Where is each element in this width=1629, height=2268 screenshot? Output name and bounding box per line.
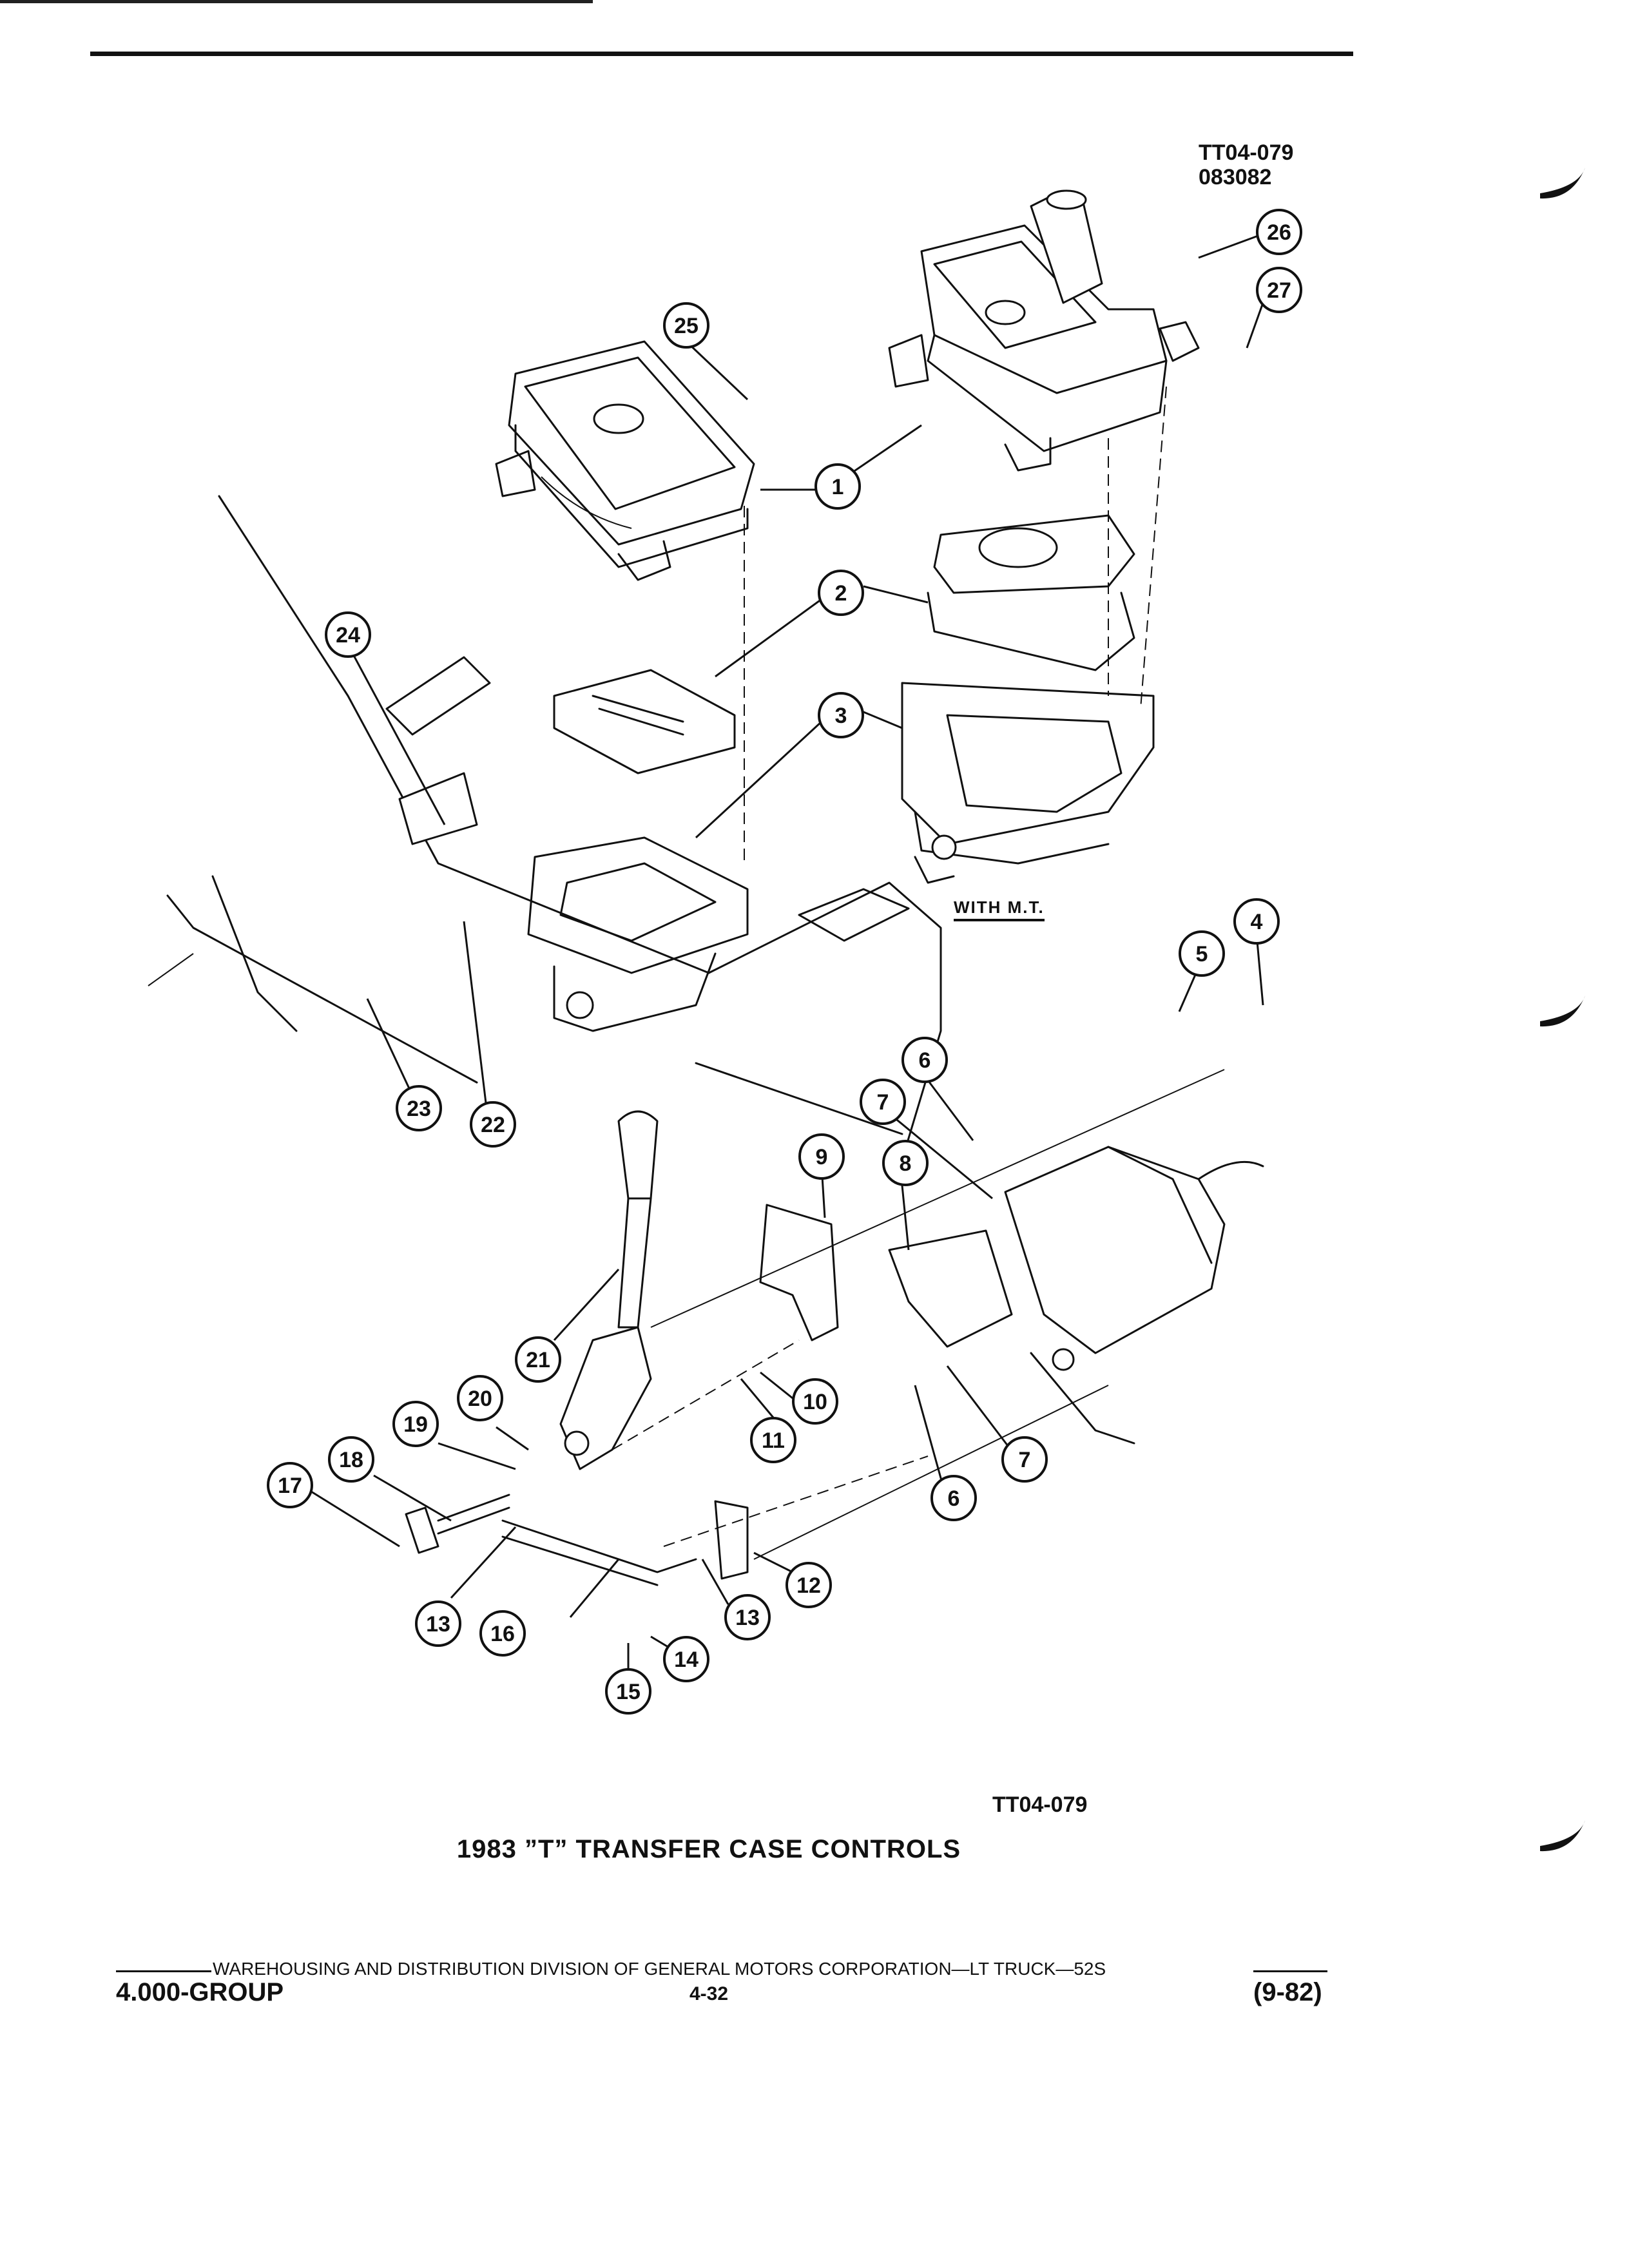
callout-5: 5 [1179,930,1225,977]
callout-label: 17 [278,1474,302,1498]
footer-group: 4.000-GROUP [116,1978,284,2006]
assembly-line [612,1340,800,1450]
footer-rule-left [116,1970,211,1972]
dust-boot-right [927,514,1135,671]
callout-label: 15 [616,1680,641,1704]
callout-label: 4 [1251,910,1263,934]
callout-10: 10 [792,1378,838,1425]
callout-label: 20 [468,1387,492,1411]
dust-boot-left [553,669,736,774]
adjust-rod [405,1494,510,1554]
callout-label: 22 [481,1113,505,1137]
callout-label: 9 [816,1145,828,1169]
callout-3: 3 [818,692,864,738]
figure-code-bottom: TT04-079 [992,1792,1088,1817]
callout-label: 19 [403,1412,428,1437]
callout-label: 23 [407,1097,431,1121]
callout-label: 16 [490,1622,515,1646]
callout-7-upper: 7 [860,1079,906,1125]
callout-label: 5 [1196,942,1208,966]
callout-label: 7 [877,1090,889,1115]
binder-mark [1540,995,1585,1027]
callout-13-left: 13 [415,1600,461,1647]
callout-12: 12 [786,1562,832,1608]
callout-21: 21 [515,1336,561,1383]
callout-label: 10 [803,1390,827,1414]
bracket-8 [888,1229,1013,1348]
console-outline [148,495,942,1161]
shift-cover-right [888,189,1200,472]
assembly-line [663,1456,929,1547]
callout-27: 27 [1256,267,1302,313]
callout-23: 23 [396,1085,442,1131]
figure-code: TT04-079 [1199,140,1294,165]
bracket-9 [759,1204,839,1341]
callout-label: 27 [1267,278,1291,303]
callout-label: 11 [762,1428,785,1453]
callout-15: 15 [605,1668,651,1715]
callout-7-lower: 7 [1001,1436,1048,1483]
callout-11: 11 [750,1417,796,1463]
callout-label: 13 [735,1606,760,1630]
callout-label: 12 [796,1573,821,1598]
transfer-case [1004,1146,1264,1445]
floor-plate-left [527,836,749,1032]
callout-25: 25 [663,302,709,349]
callout-17: 17 [267,1462,313,1508]
callout-20: 20 [457,1375,503,1421]
shift-cover-left [495,340,755,581]
callout-1: 1 [815,463,861,510]
callout-24: 24 [325,611,371,658]
callout-8: 8 [882,1140,929,1186]
callout-6-upper: 6 [901,1037,948,1083]
footer-rule-right [1253,1970,1327,1972]
binder-mark [1540,168,1585,199]
callout-label: 25 [674,314,699,338]
callout-label: 6 [948,1486,960,1511]
callout-label: 1 [832,475,844,499]
callout-label: 21 [526,1348,550,1372]
callout-22: 22 [470,1101,516,1148]
callout-9: 9 [798,1133,845,1180]
callout-6-lower: 6 [930,1475,977,1521]
assembly-line [650,1069,1225,1328]
footer-division-line: WAREHOUSING AND DISTRIBUTION DIVISION OF… [213,1959,1106,1979]
footer-date: (9-82) [1253,1978,1322,2006]
callout-19: 19 [392,1401,439,1447]
figure-caption: 1983 ”T” TRANSFER CASE CONTROLS [456,1835,961,1863]
floor-plate-right [901,682,1155,884]
callout-label: 26 [1267,220,1291,245]
top-rule [90,52,1353,56]
callout-26: 26 [1256,209,1302,255]
assembly-line [753,1385,1109,1560]
shift-lever [559,1110,659,1470]
scan-edge [0,0,593,3]
callout-label: 14 [674,1648,699,1672]
callout-label: 8 [900,1151,912,1176]
callout-label: 18 [339,1448,363,1472]
callout-label: 6 [919,1048,931,1073]
callout-label: 13 [426,1612,450,1637]
callout-2: 2 [818,570,864,616]
binder-mark [1540,1820,1585,1852]
figure-code-top: TT04-079 083082 [1199,140,1293,189]
callout-18: 18 [328,1436,374,1483]
callout-label: 7 [1019,1448,1031,1472]
callout-label: 3 [835,704,847,728]
callout-4: 4 [1233,898,1280,945]
assembly-line [1140,386,1167,709]
callout-14: 14 [663,1636,709,1682]
callout-label: 2 [835,581,847,606]
figure-date-code: 083082 [1199,165,1272,189]
variant-label: WITH M.T. [954,898,1045,921]
callout-label: 24 [336,623,360,648]
callout-13-right: 13 [724,1594,771,1640]
footer-page-number: 4-32 [689,1983,729,2004]
callout-16: 16 [479,1610,526,1657]
